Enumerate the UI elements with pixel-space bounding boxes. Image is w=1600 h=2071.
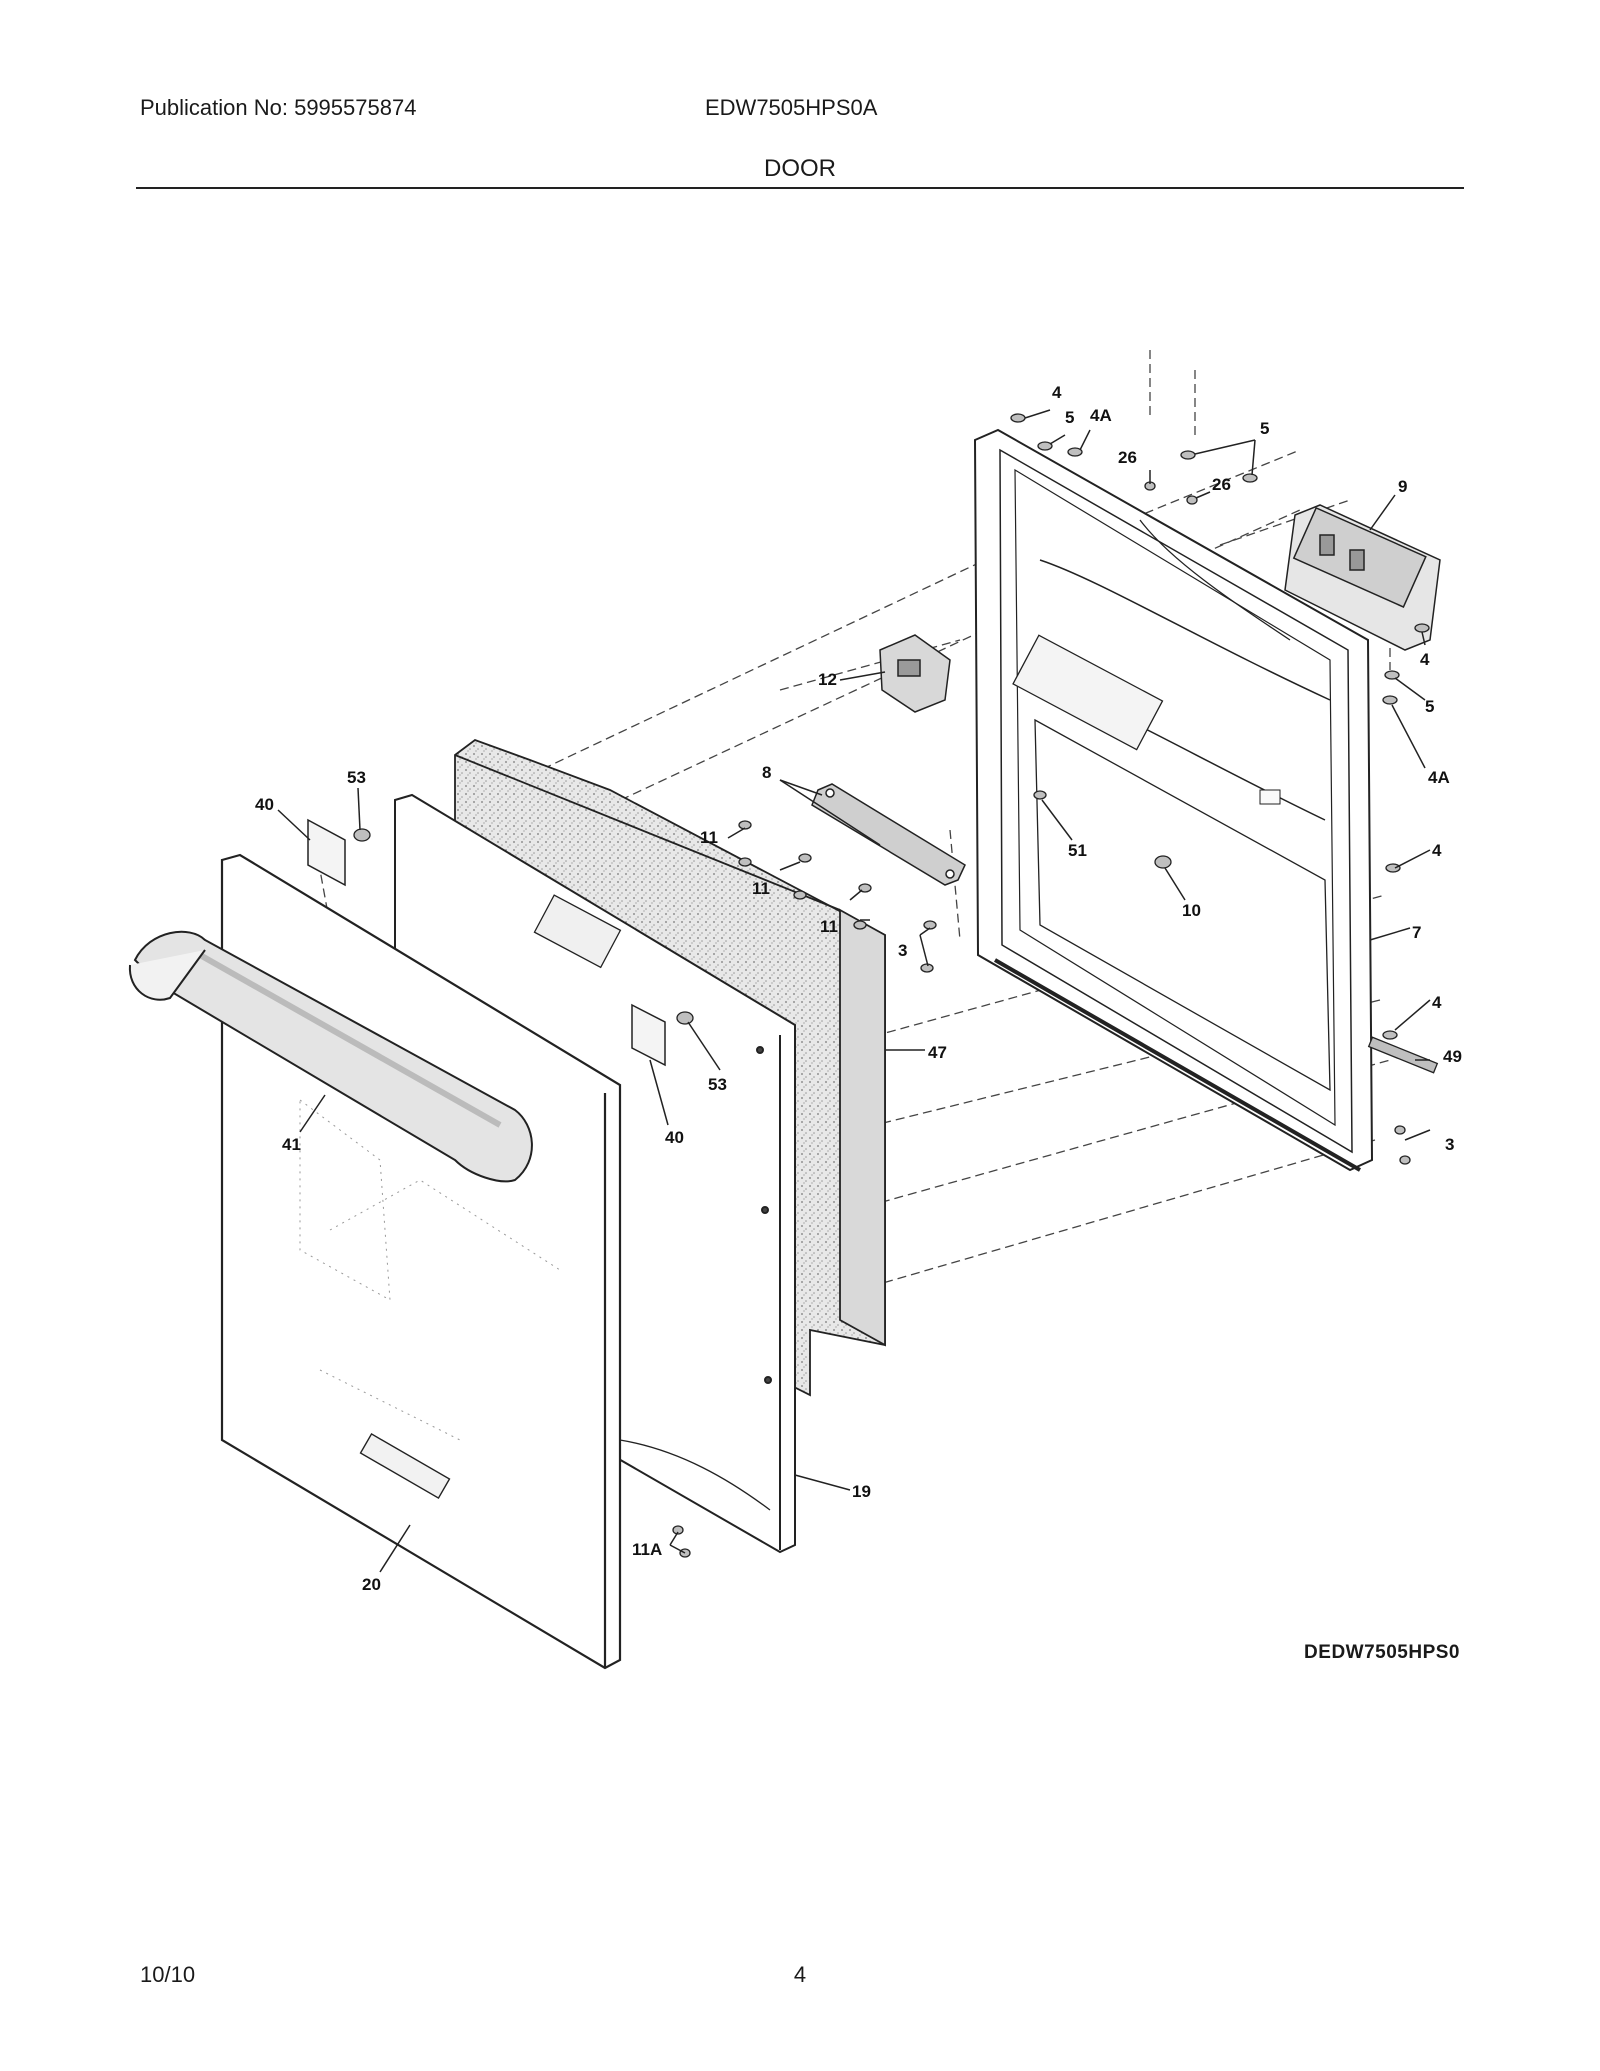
callout-4-top: 4 <box>1052 383 1062 402</box>
callout-5-right-lower: 5 <box>1425 697 1434 716</box>
callout-40-mid: 40 <box>665 1128 684 1147</box>
door-handle <box>128 930 533 1183</box>
callout-51: 51 <box>1068 841 1087 860</box>
control-module <box>1284 504 1441 651</box>
callout-4-right: 4 <box>1420 650 1430 669</box>
inner-door-panel <box>973 428 1374 1172</box>
callout-3-center: 3 <box>898 941 907 960</box>
section-title: DOOR <box>764 155 836 182</box>
callout-12: 12 <box>818 670 837 689</box>
callout-26-right: 26 <box>1212 475 1231 494</box>
callout-3-right: 3 <box>1445 1135 1454 1154</box>
callout-19: 19 <box>852 1482 871 1501</box>
callout-53-top: 53 <box>347 768 366 787</box>
leader-lines <box>277 409 1431 1573</box>
callout-41: 41 <box>282 1135 301 1154</box>
page-number: 4 <box>793 1962 807 1987</box>
publication-number: Publication No: 5995575874 <box>140 95 417 120</box>
callout-4-right-mid: 4 <box>1432 841 1442 860</box>
callout-5-top: 5 <box>1065 408 1074 427</box>
fasteners <box>353 413 1439 1558</box>
callout-11a: 11A <box>632 1540 662 1559</box>
callout-4a-right: 4A <box>1428 768 1450 787</box>
callout-47: 47 <box>928 1043 947 1062</box>
callout-4a-top: 4A <box>1090 406 1112 425</box>
model-number: EDW7505HPS0A <box>705 95 878 120</box>
callout-11-c: 11 <box>820 917 838 936</box>
callout-53-mid: 53 <box>708 1075 727 1094</box>
callout-11-b: 11 <box>752 879 770 898</box>
panel-labels <box>307 818 666 1067</box>
header-rule <box>136 187 1464 189</box>
callout-4-right-low: 4 <box>1432 993 1442 1012</box>
callout-7: 7 <box>1412 923 1421 942</box>
diagram-code: DEDW7505HPS0 <box>1304 1642 1460 1663</box>
callout-numbers: 4 5 4A 26 5 26 9 4 5 4A 12 8 11 11 51 11… <box>255 383 1462 1594</box>
callout-10: 10 <box>1182 901 1201 920</box>
callout-11-a: 11 <box>700 828 718 847</box>
callout-8: 8 <box>762 763 771 782</box>
callout-20: 20 <box>362 1575 381 1594</box>
callout-49: 49 <box>1443 1047 1462 1066</box>
door-latch <box>879 634 951 713</box>
door-bracket <box>811 783 966 886</box>
callout-26-left: 26 <box>1118 448 1137 467</box>
publication-date: 10/10 <box>140 1962 196 1987</box>
callout-9: 9 <box>1398 477 1407 496</box>
callout-5-right: 5 <box>1260 419 1269 438</box>
callout-40-top: 40 <box>255 795 274 814</box>
